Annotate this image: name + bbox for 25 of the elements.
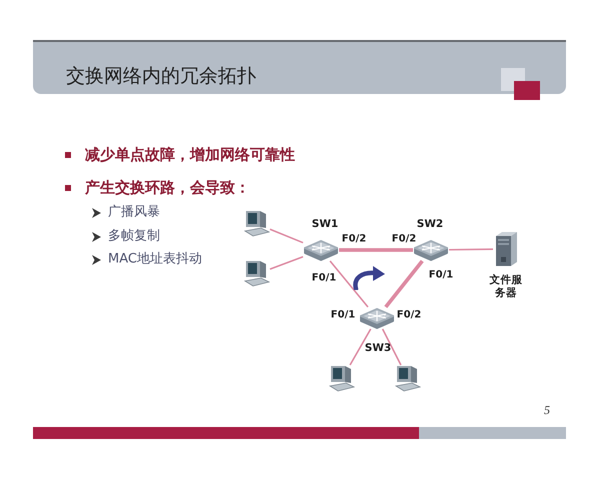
bullet-text: 产生交换环路，会导致：: [85, 179, 250, 197]
connection-line: [339, 248, 413, 252]
port-label: F0/2: [396, 309, 422, 321]
port-label: F0/1: [330, 309, 356, 321]
switch-name: SW2: [416, 218, 444, 230]
sub-bullet-text: MAC地址表抖动: [108, 252, 202, 268]
switch-name: SW3: [364, 342, 392, 354]
port-label: F0/2: [392, 233, 416, 245]
slide-title: 交换网络内的冗余拓扑: [66, 66, 256, 88]
connection-line: [448, 248, 494, 251]
connection-line: [349, 328, 372, 366]
connection-line: [329, 260, 369, 308]
sub-bullet-text: 多帧复制: [108, 230, 160, 244]
port-label: F0/1: [312, 272, 336, 284]
switch-name: SW1: [312, 218, 338, 230]
bullet-text: 减少单点故障，增加网络可靠性: [85, 146, 295, 164]
connection-line: [270, 228, 304, 244]
port-label: F0/1: [428, 269, 454, 281]
connection-line: [382, 328, 402, 366]
sub-bullet-text: 广播风暴: [108, 206, 160, 220]
device-label: 文件服务器: [488, 274, 524, 300]
port-label: F0/2: [342, 233, 366, 245]
connection-line: [384, 260, 424, 308]
connection-line: [270, 256, 304, 270]
page-number: 5: [544, 404, 550, 418]
